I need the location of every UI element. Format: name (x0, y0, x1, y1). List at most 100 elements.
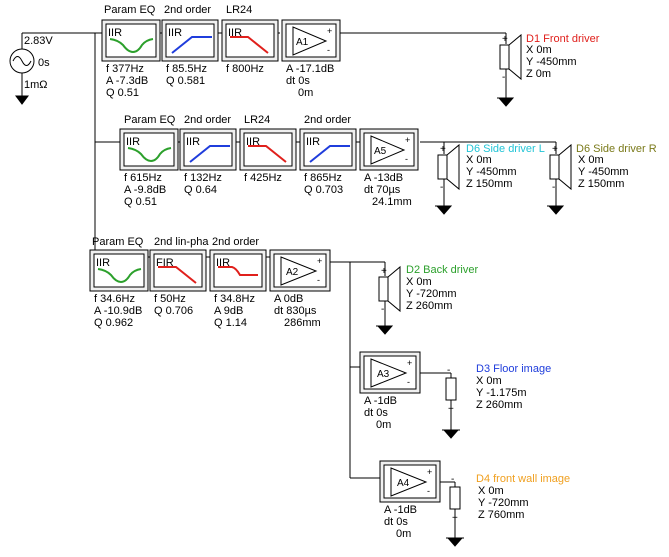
driver-d4[interactable]: - + (446, 474, 464, 547)
row2-header-4: 2nd order (304, 114, 351, 126)
amplifier-icon (370, 358, 408, 388)
a2-param: 286mm (284, 317, 321, 329)
row2-filter4-param: Q 0.703 (304, 184, 343, 196)
d3-title: D3 Floor image (476, 363, 551, 375)
amplifier-icon (390, 467, 428, 497)
ground-icon (446, 537, 464, 547)
d4-title: D4 front wall image (476, 473, 570, 485)
peq-curve-icon (127, 147, 172, 163)
svg-text:IIR: IIR (126, 136, 140, 148)
a2-param: A 0dB (274, 293, 303, 305)
row1-header-2: 2nd order (164, 4, 211, 16)
svg-text:IIR: IIR (108, 27, 122, 39)
row3-filter-3[interactable]: IIR (209, 249, 267, 292)
row2-filter-2[interactable]: IIR (179, 128, 237, 171)
amplifier-a4[interactable]: A4 + - (379, 460, 441, 503)
d3-param: X 0m (476, 375, 502, 387)
svg-text:A2: A2 (286, 267, 299, 278)
driver-d6-left[interactable]: + - (435, 142, 460, 215)
row3-header-1: Param EQ (92, 236, 144, 248)
d2-param: Z 260mm (406, 300, 452, 312)
source-delay: 0s (38, 57, 50, 69)
driver-d3[interactable]: - + (442, 365, 460, 439)
svg-text:A5: A5 (374, 146, 387, 157)
highpass-curve-icon (309, 145, 350, 163)
row3-header-3: 2nd order (212, 236, 259, 248)
svg-text:-: - (427, 486, 430, 496)
svg-text:+: + (552, 144, 558, 155)
ground-icon (442, 429, 460, 439)
row3-filter3-param: f 34.8Hz (214, 293, 255, 305)
d4-param: Y -720mm (478, 497, 529, 509)
d6-left-param: X 0m (466, 154, 492, 166)
row2-filter1-param: A -9.8dB (124, 184, 166, 196)
amplifier-a5[interactable]: A5 + - (359, 128, 419, 171)
svg-text:-: - (405, 154, 408, 164)
a1-param: 0m (298, 87, 313, 99)
a1-param: dt 0s (286, 75, 310, 87)
svg-text:-: - (552, 182, 555, 193)
d2-param: Y -720mm (406, 288, 457, 300)
row2-header-2: 2nd order (184, 114, 231, 126)
ground-icon (547, 205, 565, 215)
a4-param: dt 0s (384, 516, 408, 528)
d4-param: X 0m (478, 485, 504, 497)
row1-filter-3[interactable]: IIR (221, 19, 279, 62)
row3-filter1-param: f 34.6Hz (94, 293, 135, 305)
d1-param: Y -450mm (526, 56, 577, 68)
svg-text:+: + (427, 467, 432, 477)
amplifier-a2[interactable]: A2 + - (269, 249, 331, 292)
row3-filter-2[interactable]: FIR (149, 249, 207, 292)
row1-filter2-param: f 85.5Hz (166, 63, 207, 75)
row3-filter-1[interactable]: IIR (89, 249, 149, 292)
source-ground-icon (15, 95, 29, 105)
svg-text:-: - (502, 72, 505, 83)
d4-param: Z 760mm (478, 509, 524, 521)
driver-d2[interactable]: + - (376, 262, 401, 335)
row2-filter-1[interactable]: IIR (119, 128, 179, 171)
a4-param: A -1dB (384, 504, 417, 516)
source-voltage: 2.83V (24, 35, 53, 47)
row2-filter-4[interactable]: IIR (299, 128, 357, 171)
svg-text:+: + (407, 358, 412, 368)
svg-text:+: + (381, 266, 387, 277)
svg-text:+: + (452, 513, 458, 524)
d6-right-param: Y -450mm (578, 166, 629, 178)
d3-param: Y -1.175m (476, 387, 527, 399)
svg-text:+: + (448, 404, 454, 415)
voltage-source[interactable] (9, 48, 35, 74)
row1-filter1-param: Q 0.51 (106, 87, 139, 99)
driver-d6-right[interactable]: + - (547, 142, 572, 215)
svg-text:+: + (327, 26, 332, 36)
row3-filter1-param: Q 0.962 (94, 317, 133, 329)
peq-curve-icon (109, 38, 154, 54)
d3-param: Z 260mm (476, 399, 522, 411)
source-impedance: 1mΩ (24, 79, 48, 91)
amplifier-a3[interactable]: A3 + - (359, 351, 421, 394)
ground-icon (435, 205, 453, 215)
row1-filter-1[interactable]: IIR (101, 19, 161, 62)
amplifier-icon (292, 26, 328, 56)
d2-title: D2 Back driver (406, 264, 478, 276)
driver-d1[interactable]: + - (497, 32, 522, 107)
svg-text:A4: A4 (397, 478, 410, 489)
lowpass-curve-icon (158, 266, 197, 284)
svg-text:A1: A1 (296, 37, 309, 48)
svg-text:A3: A3 (377, 369, 390, 380)
d6-left-param: Z 150mm (466, 178, 512, 190)
row1-filter-2[interactable]: IIR (161, 19, 219, 62)
svg-text:-: - (317, 275, 320, 285)
shelf-curve-icon (218, 266, 258, 276)
row2-header-1: Param EQ (124, 114, 176, 126)
d1-param: X 0m (526, 44, 552, 56)
svg-text:+: + (317, 256, 322, 266)
peq-curve-icon (97, 268, 142, 284)
svg-text:+: + (440, 144, 446, 155)
row2-filter2-param: f 132Hz (184, 172, 222, 184)
d6-right-param: Z 150mm (578, 178, 624, 190)
amplifier-a1[interactable]: A1 + - (281, 19, 341, 62)
row2-filter-3[interactable]: IIR (239, 128, 297, 171)
amplifier-icon (280, 256, 318, 286)
a3-param: dt 0s (364, 407, 388, 419)
